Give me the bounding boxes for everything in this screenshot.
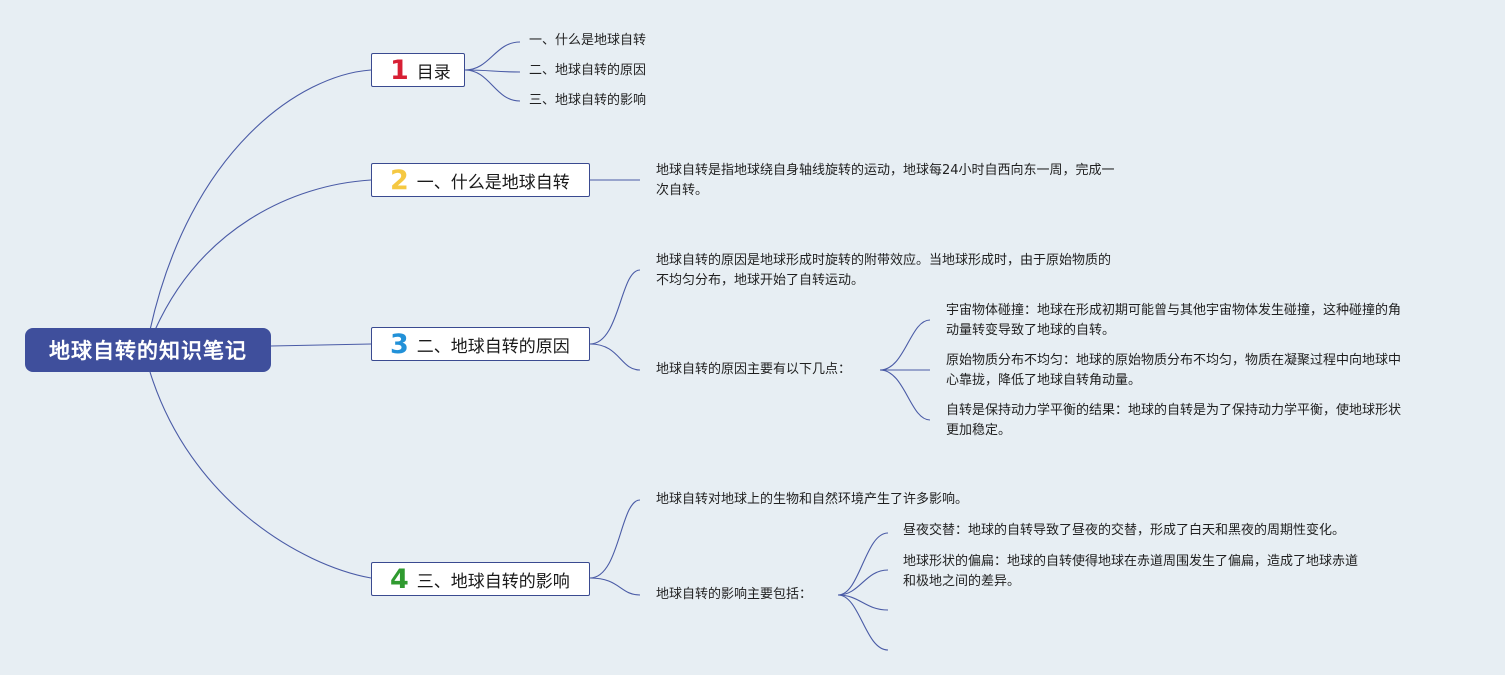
cause-intro[interactable]: 地球自转的原因是地球形成时旋转的附带效应。当地球形成时，由于原始物质的 不均匀分… bbox=[656, 253, 1112, 288]
topic-number: 3 bbox=[390, 328, 409, 360]
topic-what[interactable]: 2 一、什么是地球自转 bbox=[371, 163, 590, 197]
topic-number: 2 bbox=[390, 164, 409, 196]
topic-label: 目录 bbox=[416, 62, 451, 83]
effect-item[interactable]: 地球形状的偏扁：地球的自转使得地球在赤道周围发生了偏扁，造成了地球赤道 和极地之… bbox=[903, 554, 1359, 589]
what-text[interactable]: 地球自转是指地球绕自身轴线旋转的运动，地球每24小时自西向东一周，完成一 次自转… bbox=[656, 163, 1115, 198]
root-topic[interactable]: 地球自转的知识笔记 bbox=[25, 328, 271, 372]
effect-item[interactable]: 昼夜交替：地球的自转导致了昼夜的交替，形成了白天和黑夜的周期性变化。 bbox=[903, 523, 1346, 538]
effect-list-label[interactable]: 地球自转的影响主要包括： bbox=[656, 587, 813, 602]
topic-toc[interactable]: 1 目录 bbox=[371, 53, 465, 87]
topic-number: 4 bbox=[390, 563, 409, 595]
topic-label: 一、什么是地球自转 bbox=[416, 172, 570, 193]
topic-label: 三、地球自转的影响 bbox=[416, 571, 570, 592]
root-title: 地球自转的知识笔记 bbox=[49, 339, 247, 363]
cause-list-label[interactable]: 地球自转的原因主要有以下几点： bbox=[656, 362, 852, 377]
toc-item[interactable]: 一、什么是地球自转 bbox=[529, 33, 647, 48]
cause-item[interactable]: 原始物质分布不均匀：地球的原始物质分布不均匀，物质在凝聚过程中向地球中 心靠拢，… bbox=[946, 353, 1402, 388]
toc-item[interactable]: 三、地球自转的影响 bbox=[529, 93, 647, 108]
topic-cause[interactable]: 3 二、地球自转的原因 bbox=[371, 327, 590, 361]
topic-number: 1 bbox=[390, 54, 409, 86]
cause-item[interactable]: 宇宙物体碰撞：地球在形成初期可能曾与其他宇宙物体发生碰撞，这种碰撞的角 动量转变… bbox=[946, 303, 1402, 338]
cause-item[interactable]: 自转是保持动力学平衡的结果：地球的自转是为了保持动力学平衡，使地球形状 更加稳定… bbox=[946, 403, 1402, 438]
effect-intro[interactable]: 地球自转对地球上的生物和自然环境产生了许多影响。 bbox=[656, 492, 969, 507]
toc-item[interactable]: 二、地球自转的原因 bbox=[529, 63, 647, 78]
topic-label: 二、地球自转的原因 bbox=[416, 336, 570, 357]
topic-effect[interactable]: 4 三、地球自转的影响 bbox=[371, 562, 590, 596]
